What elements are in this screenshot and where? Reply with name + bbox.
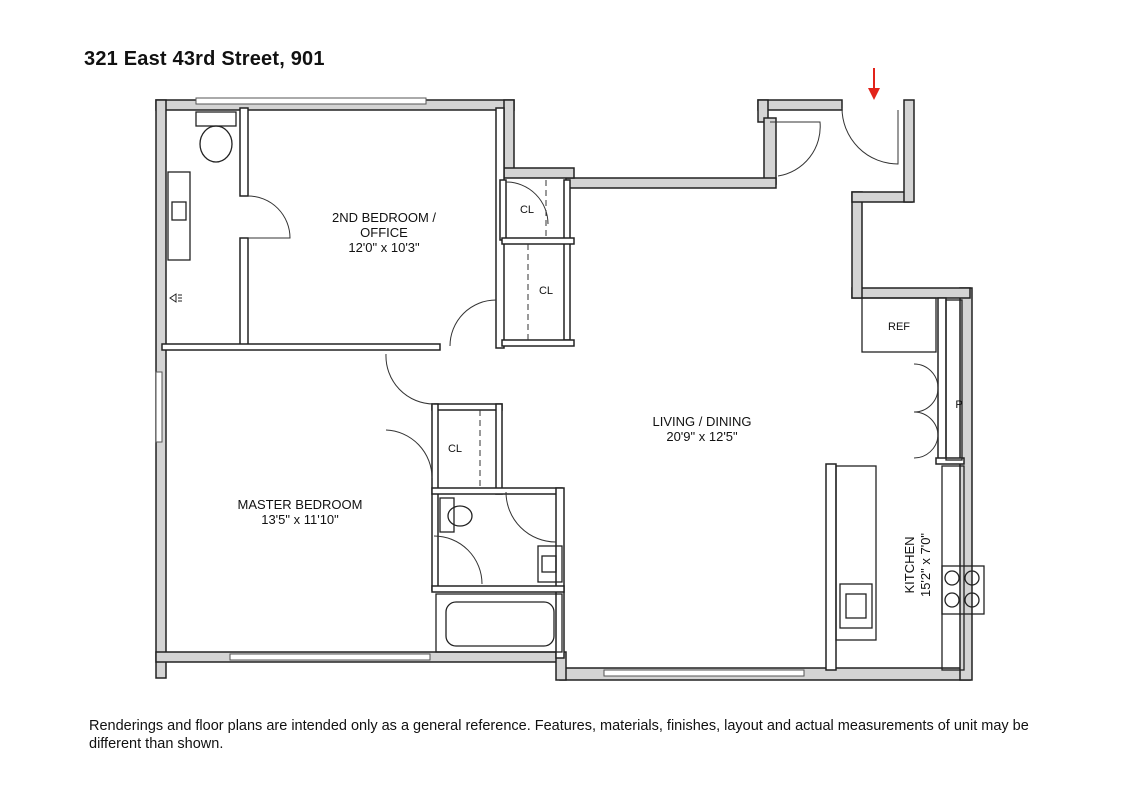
- living-label: LIVING / DINING: [653, 414, 752, 429]
- closet-label-2nd-bedroom-a: CL: [520, 204, 534, 216]
- living-dims: 20'9" x 12'5": [666, 429, 738, 444]
- second-bedroom-label-1: 2ND BEDROOM /: [332, 210, 436, 225]
- kitchen-fixtures: [835, 297, 985, 671]
- kitchen-label: KITCHEN: [902, 536, 917, 593]
- entry-arrow-icon: [868, 68, 880, 100]
- listing-title: 321 East 43rd Street, 901: [84, 48, 325, 70]
- closet-label-master: CL: [448, 443, 462, 455]
- kitchen-dims: 15'2" x 7'0": [918, 533, 933, 597]
- disclaimer-text: Renderings and floor plans are intended …: [89, 718, 1029, 752]
- pantry-label: P: [955, 399, 962, 411]
- second-bedroom-dims: 12'0" x 10'3": [348, 240, 420, 255]
- master-label: MASTER BEDROOM: [238, 497, 363, 512]
- master-dims: 13'5" x 11'10": [261, 512, 339, 527]
- doors: [247, 107, 939, 585]
- smoke-detector-icon: [169, 293, 182, 303]
- second-bedroom-label-2: OFFICE: [360, 225, 408, 240]
- refrigerator-label: REF: [888, 321, 910, 333]
- windows: [155, 97, 805, 677]
- closet-label-2nd-bedroom-b: CL: [539, 285, 553, 297]
- room-labels: 2ND BEDROOM / OFFICE 12'0" x 10'3" LIVIN…: [238, 204, 963, 597]
- bath-fixtures: [167, 111, 563, 653]
- interior-walls: [161, 107, 965, 671]
